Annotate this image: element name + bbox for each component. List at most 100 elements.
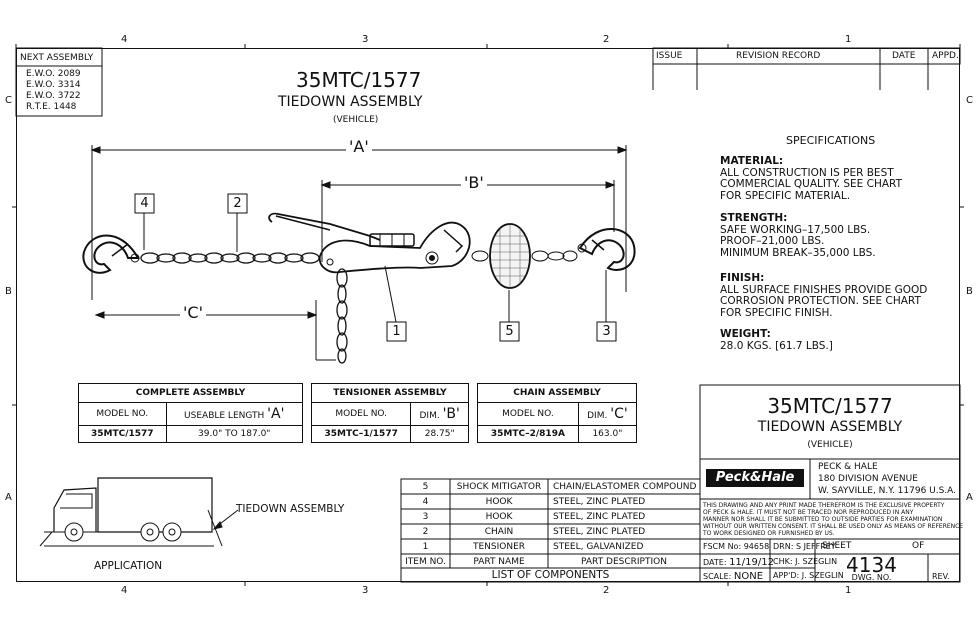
components-title: LIST OF COMPONENTS	[491, 569, 610, 581]
company-address-line: PECK & HALE	[818, 462, 878, 472]
dimension-a-label: 'A'	[346, 137, 372, 156]
date-label: DATE:	[703, 558, 727, 567]
dimension-b-label: 'B'	[461, 173, 487, 192]
drawing-number-label: DWG. NO.	[851, 573, 892, 582]
fscm-label: FSCM No:	[703, 542, 742, 551]
title-block-model: 35MTC/1577	[767, 394, 893, 418]
component-part-desc: STEEL, GALVANIZED	[553, 542, 644, 552]
balloon-item-5: 5	[505, 324, 514, 339]
component-part-name: HOOK	[485, 512, 513, 522]
zone-top-1: 1	[845, 34, 852, 45]
component-part-desc: CHAIN/ELASTOMER COMPOUND	[553, 482, 697, 492]
component-part-desc: STEEL, ZINC PLATED	[553, 527, 646, 537]
component-part-desc: STEEL, ZINC PLATED	[553, 512, 646, 522]
zone-top-2: 2	[603, 34, 610, 45]
approved-by-field: APP'D: J. SZEGLIN	[773, 571, 844, 580]
component-part-name: SHOCK MITIGATOR	[456, 482, 542, 492]
application-label: APPLICATION	[94, 560, 163, 572]
zone-bottom-1: 1	[845, 585, 852, 596]
component-part-name: CHAIN	[484, 527, 514, 537]
component-part-desc: STEEL, ZINC PLATED	[553, 497, 646, 507]
specs-material: MATERIAL: ALL CONSTRUCTION IS PER BEST C…	[720, 155, 902, 202]
notice-line: THIS DRAWING AND ANY PRINT MADE THEREFRO…	[703, 502, 945, 509]
title-block-subtitle: (VEHICLE)	[807, 440, 853, 450]
zone-top-3: 3	[362, 34, 369, 45]
next-assembly-line: E.W.O. 3314	[26, 80, 81, 90]
tensioner-assembly-title: TENSIONER ASSEMBLY	[311, 383, 469, 403]
zone-bottom-4: 4	[121, 585, 128, 596]
specs-weight-line: 28.0 KGS. [61.7 LBS.]	[720, 339, 833, 352]
table-cell: 35MTC/1577	[78, 425, 167, 443]
component-item-no: 3	[422, 512, 429, 522]
tensioner-assembly-table: TENSIONER ASSEMBLY MODEL NO. DIM. 'B' 35…	[310, 383, 469, 443]
components-header-desc: PART DESCRIPTION	[581, 557, 667, 567]
column-header-dim: 'B'	[442, 406, 460, 422]
drawn-by-field: DRN: S JEFFREY	[773, 542, 836, 551]
scale-label: SCALE:	[703, 572, 732, 581]
company-address-line: 180 DIVISION AVENUE	[818, 474, 918, 484]
table-cell: 163.0"	[577, 425, 638, 443]
sheet-of-label: OF	[912, 541, 925, 551]
chain-assembly-title: CHAIN ASSEMBLY	[477, 383, 637, 403]
column-header-length-text: USEABLE LENGTH	[184, 411, 265, 421]
date-field: DATE: 11/19/12	[703, 557, 774, 568]
drawing-number: 4134	[846, 553, 897, 577]
specs-material-line: ALL CONSTRUCTION IS PER BEST	[720, 166, 894, 179]
revision-issue-label: ISSUE	[656, 51, 683, 61]
column-header-dim-c: DIM. 'C'	[577, 402, 638, 426]
notice-line: WITHOUT OUR WRITTEN CONSENT. IT SHALL BE…	[703, 523, 964, 530]
complete-assembly-table: COMPLETE ASSEMBLY MODEL NO. USEABLE LENG…	[78, 383, 303, 443]
component-item-no: 2	[422, 527, 429, 537]
specs-heading: SPECIFICATIONS	[786, 134, 876, 147]
column-header-dim-text: DIM.	[587, 411, 608, 421]
balloon-item-2: 2	[233, 196, 242, 211]
components-header-item: ITEM NO.	[405, 557, 446, 567]
balloon-item-3: 3	[602, 324, 611, 339]
column-header-dim-b: DIM. 'B'	[410, 402, 469, 426]
scale-field: SCALE: NONE	[703, 571, 763, 582]
zone-right-c: C	[966, 95, 973, 106]
company-address-line: W. SAYVILLE, N.Y. 11796 U.S.A.	[818, 486, 957, 496]
zone-bottom-2: 2	[603, 585, 610, 596]
component-item-no: 1	[422, 542, 429, 552]
drawing-model-number: 35MTC/1577	[296, 68, 422, 92]
specs-strength-label: STRENGTH:	[720, 212, 788, 224]
revision-record-label: REVISION RECORD	[736, 51, 821, 61]
scale-value: NONE	[733, 571, 764, 582]
checked-by-label: CHK:	[773, 557, 793, 566]
column-header-dim: 'C'	[610, 406, 628, 422]
revision-label: REV.	[932, 572, 950, 581]
notice-line: OF PECK & HALE. IT MUST NOT BE TRACED NO…	[703, 509, 914, 516]
next-assembly-line: E.W.O. 3722	[26, 91, 81, 101]
zone-right-a: A	[966, 492, 973, 503]
notice-line: TO WORK DESIGNED OR FURNISHED BY US.	[703, 530, 835, 537]
fscm-field: FSCM No: 94658	[703, 542, 769, 551]
drawing-subtitle: (VEHICLE)	[333, 115, 379, 125]
component-item-no: 5	[422, 482, 429, 492]
specs-weight-label: WEIGHT:	[720, 328, 771, 340]
next-assembly-line: E.W.O. 2089	[26, 69, 81, 79]
complete-assembly-title: COMPLETE ASSEMBLY	[78, 383, 303, 403]
chain-assembly-table: CHAIN ASSEMBLY MODEL NO. DIM. 'C' 35MTC–…	[477, 383, 638, 443]
table-cell: 35MTC–2/819A	[477, 425, 579, 443]
table-cell: 35MTC–1/1577	[310, 425, 412, 443]
component-part-name: HOOK	[485, 497, 513, 507]
zone-bottom-3: 3	[362, 585, 369, 596]
specs-finish-line: FOR SPECIFIC FINISH.	[720, 306, 833, 319]
specs-weight: WEIGHT: 28.0 KGS. [61.7 LBS.]	[720, 328, 833, 352]
table-cell: 28.75"	[410, 425, 469, 443]
dimension-c-label: 'C'	[180, 303, 206, 322]
specs-strength-line: MINIMUM BREAK–35,000 LBS.	[720, 246, 876, 259]
specs-strength-line: PROOF–21,000 LBS.	[720, 235, 825, 247]
notice-line: MANNER NOR SHALL IT BE SUBMITTED TO OUTS…	[703, 516, 943, 523]
checked-by-field: CHK: J. SZEGLIN	[773, 557, 837, 566]
revision-date-label: DATE	[892, 51, 916, 61]
column-header-dim-text: DIM.	[419, 411, 440, 421]
zone-top-4: 4	[121, 34, 128, 45]
zone-right-b: B	[966, 286, 973, 297]
column-header-length: USEABLE LENGTH 'A'	[165, 402, 303, 426]
approved-by-value: J. SZEGLIN	[801, 571, 844, 580]
column-header-model: MODEL NO.	[310, 402, 412, 426]
checked-by-value: J. SZEGLIN	[795, 557, 838, 566]
